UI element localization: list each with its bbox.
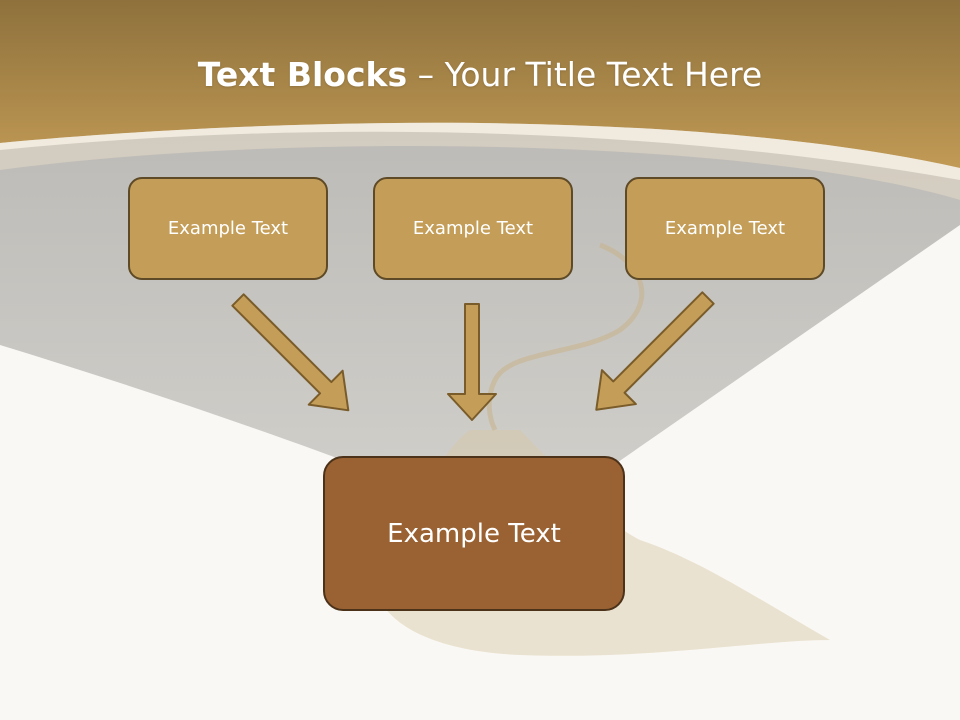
arrow-down-right-icon xyxy=(231,293,350,412)
arrow-down-left-icon xyxy=(595,291,715,411)
top-box-right-label: Example Text xyxy=(664,218,786,239)
top-box-left: Example Text xyxy=(128,177,328,280)
arrow-down-icon xyxy=(447,303,497,421)
header-swoosh xyxy=(0,122,960,200)
top-box-right: Example Text xyxy=(625,177,825,280)
top-box-center: Example Text xyxy=(373,177,573,280)
header-band xyxy=(0,0,960,168)
bottom-box: Example Text xyxy=(323,456,625,611)
top-box-center-label: Example Text xyxy=(412,218,534,239)
slide-title: Text Blocks – Your Title Text Here xyxy=(0,54,960,96)
title-rest: – Your Title Text Here xyxy=(407,55,763,94)
title-bold: Text Blocks xyxy=(197,55,408,94)
bottom-box-label: Example Text xyxy=(387,518,561,549)
top-box-left-label: Example Text xyxy=(167,218,289,239)
